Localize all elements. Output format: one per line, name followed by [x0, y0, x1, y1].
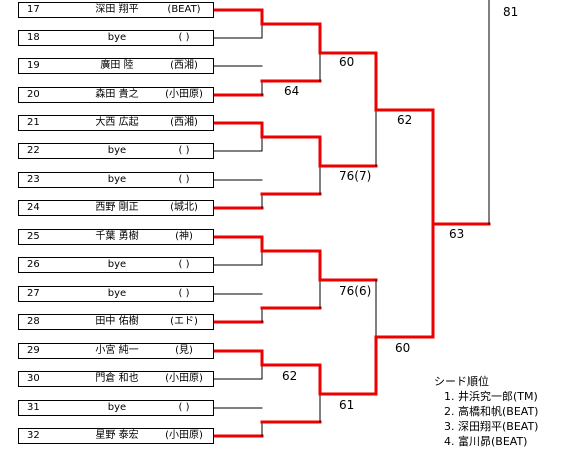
- player-box-27: 27 bye ( ): [18, 286, 214, 302]
- score-label: 64: [284, 84, 300, 98]
- player-box-19: 19 廣田 陸 (西湘): [18, 58, 214, 74]
- player-club: (西湘): [170, 60, 198, 71]
- player-club: ( ): [178, 402, 190, 413]
- player-club: (小田原): [165, 373, 203, 384]
- score-label: 81: [503, 5, 519, 19]
- seed-ranking: シード順位 1. 井浜究一郎(TM) 2. 高橋和帆(BEAT) 3. 深田翔平…: [434, 374, 538, 449]
- seed-item: 3. 深田翔平(BEAT): [444, 420, 539, 433]
- player-name: 森田 貴之: [95, 89, 139, 100]
- seed-item: 2. 高橋和帆(BEAT): [444, 405, 539, 418]
- player-box-29: 29 小宮 純一 (見): [18, 343, 214, 359]
- player-number: 25: [27, 231, 40, 242]
- player-number: 30: [27, 373, 40, 384]
- player-name: 千葉 勇樹: [95, 231, 139, 242]
- player-number: 19: [27, 60, 40, 71]
- player-name: bye: [107, 288, 127, 299]
- player-club: (エド): [170, 316, 198, 327]
- player-club: (BEAT): [167, 4, 201, 15]
- player-number: 28: [27, 316, 40, 327]
- player-name: 門倉 和也: [95, 373, 139, 384]
- player-number: 27: [27, 288, 40, 299]
- player-box-32: 32 星野 泰宏 (小田原): [18, 428, 214, 444]
- player-name: bye: [107, 145, 127, 156]
- player-number: 32: [27, 430, 40, 441]
- player-box-23: 23 bye ( ): [18, 172, 214, 188]
- player-number: 26: [27, 259, 40, 270]
- player-name: 大西 広起: [95, 117, 139, 128]
- score-label: 76(6): [339, 284, 372, 298]
- player-box-22: 22 bye ( ): [18, 143, 214, 159]
- player-number: 21: [27, 117, 40, 128]
- player-name: 田中 佑樹: [95, 316, 139, 327]
- player-number: 29: [27, 345, 40, 356]
- player-club: (城北): [170, 202, 198, 213]
- score-label: 62: [397, 113, 413, 127]
- player-club: (小田原): [165, 430, 203, 441]
- player-number: 17: [27, 4, 40, 15]
- player-name: bye: [107, 402, 127, 413]
- player-box-17: 17 深田 翔平 (BEAT): [18, 2, 214, 18]
- player-name: 廣田 陸: [100, 60, 134, 71]
- player-name: bye: [107, 32, 127, 43]
- player-club: (神): [175, 231, 193, 242]
- seed-ranking-title: シード順位: [434, 375, 489, 388]
- player-box-24: 24 西野 剛正 (城北): [18, 200, 214, 216]
- player-number: 24: [27, 202, 40, 213]
- player-club: (西湘): [170, 117, 198, 128]
- player-club: ( ): [178, 259, 190, 270]
- player-box-30: 30 門倉 和也 (小田原): [18, 371, 214, 387]
- player-box-25: 25 千葉 勇樹 (神): [18, 229, 214, 245]
- seed-item: 4. 富川昴(BEAT): [444, 435, 528, 448]
- player-name: bye: [107, 259, 127, 270]
- score-label: 62: [282, 369, 298, 383]
- player-name: 西野 剛正: [95, 202, 139, 213]
- player-club: ( ): [178, 174, 190, 185]
- player-box-20: 20 森田 貴之 (小田原): [18, 87, 214, 103]
- score-label: 61: [339, 398, 355, 412]
- player-number: 23: [27, 174, 40, 185]
- player-name: 小宮 純一: [95, 345, 139, 356]
- player-box-21: 21 大西 広起 (西湘): [18, 115, 214, 131]
- player-name: bye: [107, 174, 127, 185]
- player-club: ( ): [178, 145, 190, 156]
- score-label: 60: [339, 55, 355, 69]
- player-number: 22: [27, 145, 40, 156]
- score-label: 76(7): [339, 169, 372, 183]
- player-number: 20: [27, 89, 40, 100]
- player-club: (見): [175, 345, 193, 356]
- player-number: 18: [27, 32, 40, 43]
- player-club: (小田原): [165, 89, 203, 100]
- player-name: 深田 翔平: [95, 4, 139, 15]
- player-number: 31: [27, 402, 40, 413]
- seed-item: 1. 井浜究一郎(TM): [444, 390, 538, 403]
- player-box-26: 26 bye ( ): [18, 257, 214, 273]
- player-club: ( ): [178, 288, 190, 299]
- player-box-28: 28 田中 佑樹 (エド): [18, 314, 214, 330]
- player-box-18: 18 bye ( ): [18, 30, 214, 46]
- player-box-31: 31 bye ( ): [18, 400, 214, 416]
- score-label: 63: [449, 227, 465, 241]
- player-name: 星野 泰宏: [95, 430, 139, 441]
- player-club: ( ): [178, 32, 190, 43]
- score-label: 60: [395, 341, 411, 355]
